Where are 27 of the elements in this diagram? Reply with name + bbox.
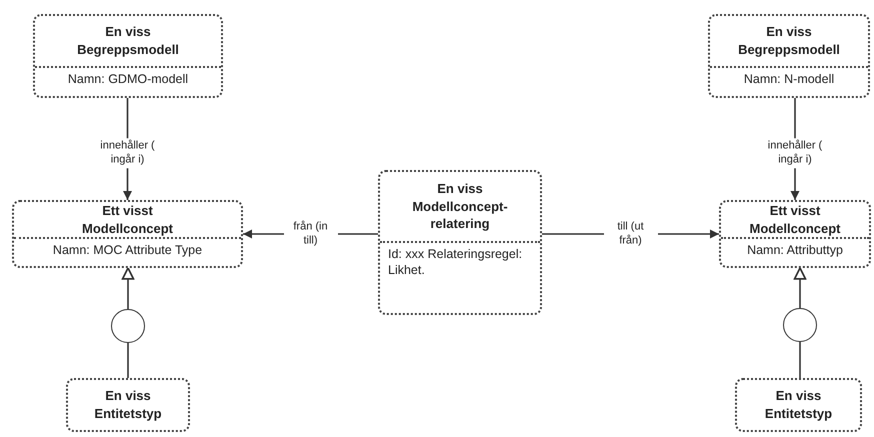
- class-box: [33, 14, 223, 98]
- attribute-text: Namn: GDMO-modell: [35, 66, 221, 96]
- interface-circle: [783, 308, 817, 342]
- class-name: En viss Entitetstyp: [93, 387, 163, 423]
- edge-label: till (ut från): [604, 219, 658, 249]
- edge-label: från (in till): [284, 219, 338, 249]
- class-name: En viss Begreppsmodell: [76, 23, 180, 59]
- entity-box: [735, 378, 862, 432]
- arrow: [122, 267, 134, 309]
- interface-circle: [111, 309, 145, 343]
- class-box: [719, 200, 871, 268]
- connector-line: [127, 343, 129, 378]
- attribute-text: Namn: Attributtyp: [721, 237, 869, 266]
- arrow: [794, 267, 806, 308]
- class-box: [708, 14, 870, 98]
- entity-box: [66, 378, 190, 432]
- class-box: [378, 170, 542, 315]
- class-box: [12, 200, 243, 268]
- class-name: En viss Begreppsmodell: [737, 23, 841, 59]
- connector-line: [799, 342, 801, 378]
- class-name: Ett visst Modellconcept: [80, 202, 174, 238]
- attribute-text: Namn: N-modell: [710, 66, 868, 96]
- attribute-text: Id: xxx Relateringsregel: Likhet.: [380, 241, 540, 313]
- class-name: En viss Entitetstyp: [764, 387, 834, 423]
- class-name: Ett visst Modellconcept: [748, 202, 842, 238]
- class-name: En viss Modellconcept-relatering: [411, 180, 509, 233]
- attribute-text: Namn: MOC Attribute Type: [14, 237, 241, 266]
